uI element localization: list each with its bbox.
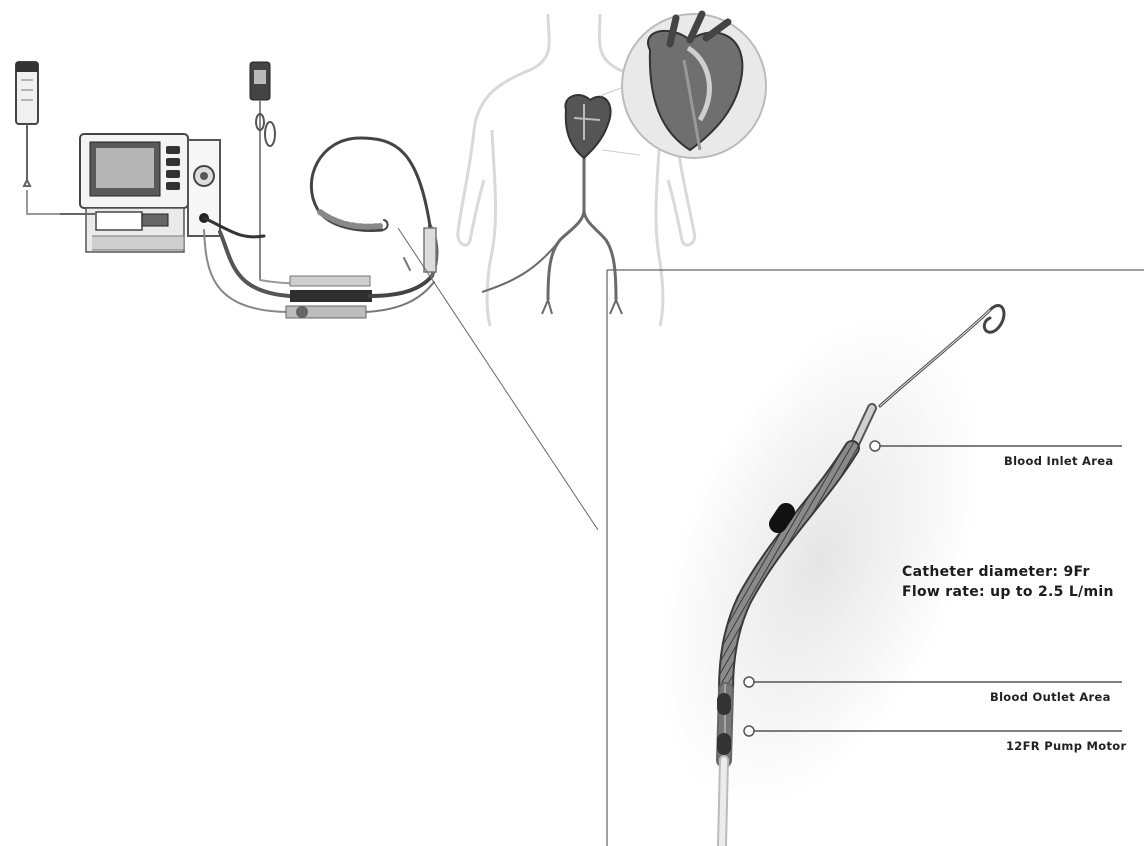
pump-catheter-loop bbox=[311, 138, 436, 276]
connector-cables bbox=[204, 218, 434, 318]
iv-bag-icon bbox=[16, 62, 60, 214]
zoom-line bbox=[398, 228, 598, 530]
blood-inlet-label: Blood Inlet Area bbox=[1004, 454, 1113, 468]
pump-motor-label: 12FR Pump Motor bbox=[1006, 739, 1126, 753]
blood-outlet-label: Blood Outlet Area bbox=[990, 690, 1111, 704]
vasculature-icon bbox=[482, 150, 622, 314]
flow-rate-label: Flow rate: up to 2.5 L/min bbox=[902, 582, 1114, 602]
purge-cassette-icon bbox=[250, 62, 275, 280]
heart-magnified-icon bbox=[600, 14, 766, 158]
controller-console-icon bbox=[60, 134, 220, 252]
catheter-diameter-label: Catheter diameter: 9Fr bbox=[902, 562, 1090, 582]
heart-icon bbox=[565, 95, 610, 158]
